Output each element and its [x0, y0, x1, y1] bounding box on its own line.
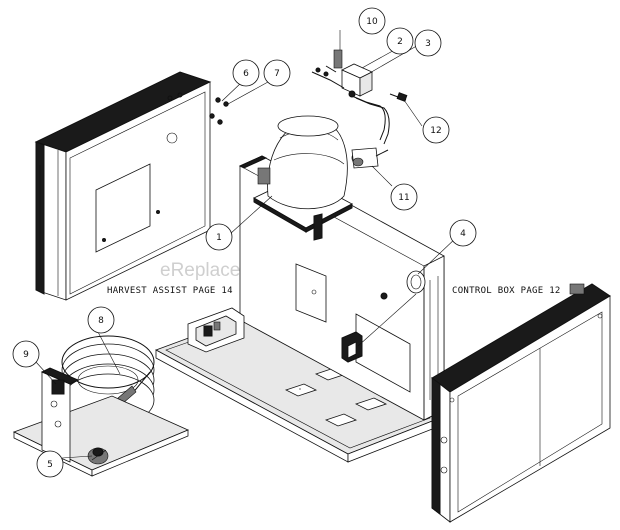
screw-hardware	[209, 81, 269, 125]
callout-8-number: 8	[98, 316, 104, 326]
callout-10-number: 10	[366, 17, 378, 27]
callout-9-number: 9	[23, 350, 29, 360]
callout-11-number: 11	[398, 193, 409, 203]
callout-6: 6	[232, 59, 260, 87]
callout-6-number: 6	[243, 69, 249, 79]
callout-1: 1	[205, 223, 233, 251]
callout-12: 12	[422, 116, 450, 144]
sensor-probe	[389, 92, 408, 102]
contactor	[341, 331, 363, 363]
callout-1-number: 1	[216, 233, 222, 243]
solenoid-valve	[311, 49, 390, 145]
grommet-fitting	[406, 270, 426, 294]
callout-7-number: 7	[274, 69, 280, 79]
right-side-panel	[431, 283, 611, 523]
control-box-label: CONTROL BOX PAGE 12	[452, 286, 561, 296]
callout-8: 8	[87, 306, 115, 334]
callout-4-number: 4	[460, 229, 466, 239]
callout-5-number: 5	[47, 460, 53, 470]
callout-4: 4	[449, 219, 477, 247]
callout-2-number: 2	[397, 37, 403, 47]
callout-3: 3	[414, 29, 442, 57]
callout-12-number: 12	[430, 126, 441, 136]
compressor	[253, 115, 353, 241]
left-side-panel	[34, 71, 212, 301]
callout-5: 5	[36, 450, 64, 478]
callout-3-number: 3	[425, 39, 431, 49]
callout-7: 7	[263, 59, 291, 87]
callout-10: 10	[358, 7, 386, 35]
filter-drier	[351, 147, 389, 169]
callout-9: 9	[12, 340, 40, 368]
callout-2: 2	[386, 27, 414, 55]
callout-11: 11	[390, 183, 418, 211]
harvest-assist-label: HARVEST ASSIST PAGE 14	[107, 286, 233, 296]
harvest-assist-bracket	[187, 307, 245, 353]
